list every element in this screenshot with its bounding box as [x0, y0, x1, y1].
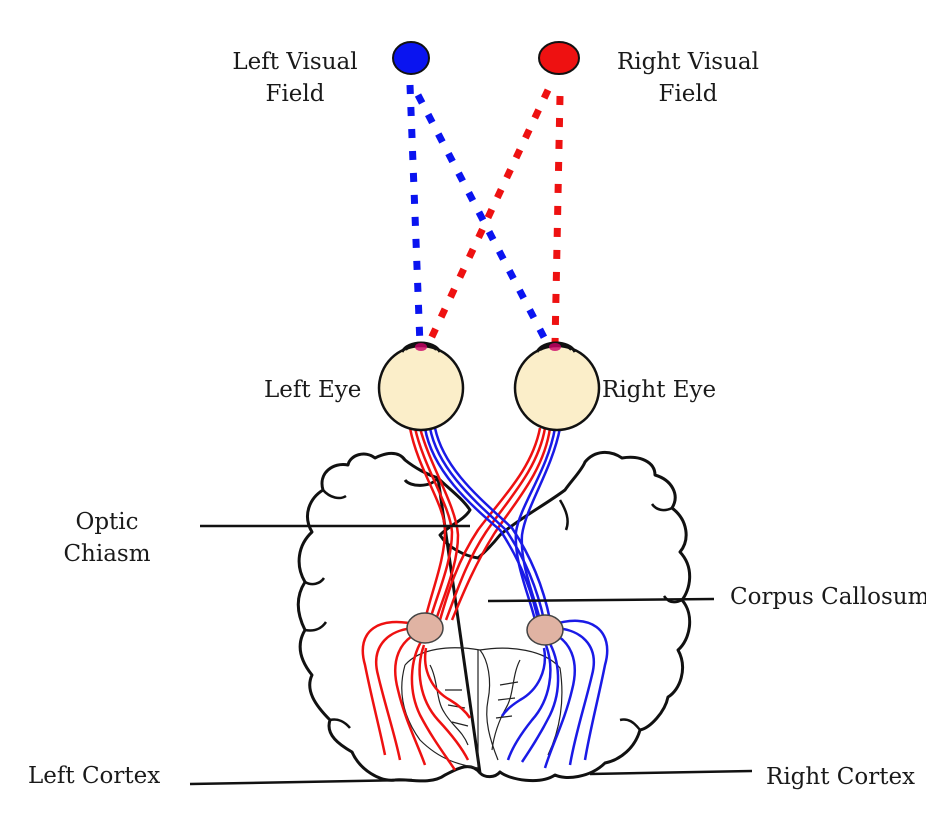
brain-fold-left-2	[304, 621, 328, 632]
left-field-rays	[406, 84, 552, 347]
brain-fold-left-3	[304, 577, 326, 586]
corpus-callosum-leader	[487, 597, 715, 603]
brain-fold-right	[619, 718, 641, 731]
brain-fold-left-4	[322, 489, 347, 500]
red-optic-fibers	[361, 427, 552, 771]
blue-optic-fibers	[423, 427, 609, 769]
left-cortex-leader	[189, 778, 413, 786]
left-visual-field-dot	[392, 41, 430, 75]
brain-fold-left	[329, 718, 351, 729]
cerebellum-structure	[401, 647, 563, 769]
right-eye-label: Right Eye	[602, 377, 717, 403]
right-field-rays	[424, 88, 564, 347]
right-cortex-leader	[589, 769, 753, 776]
left-eye-shape	[377, 341, 465, 432]
right-visual-field-dot	[538, 41, 580, 75]
left-cortex-label: Left Cortex	[28, 763, 161, 789]
left-visual-field-label: Left Visual Field	[232, 49, 358, 107]
right-eye-shape	[513, 341, 601, 432]
optic-chiasm-label: Optic Chiasm	[63, 509, 151, 567]
right-lgn	[526, 614, 564, 646]
right-visual-field-label: Right Visual Field	[616, 49, 759, 107]
brain-fold-right-2	[662, 595, 683, 604]
corpus-callosum-label: Corpus Callosum	[730, 584, 926, 610]
left-eye-label: Left Eye	[264, 377, 362, 403]
brain-outline	[296, 451, 692, 783]
brain-fold-right-4	[558, 499, 569, 531]
left-lgn	[406, 612, 444, 644]
brain-fold-right-3	[650, 503, 673, 512]
right-cortex-label: Right Cortex	[766, 764, 916, 790]
